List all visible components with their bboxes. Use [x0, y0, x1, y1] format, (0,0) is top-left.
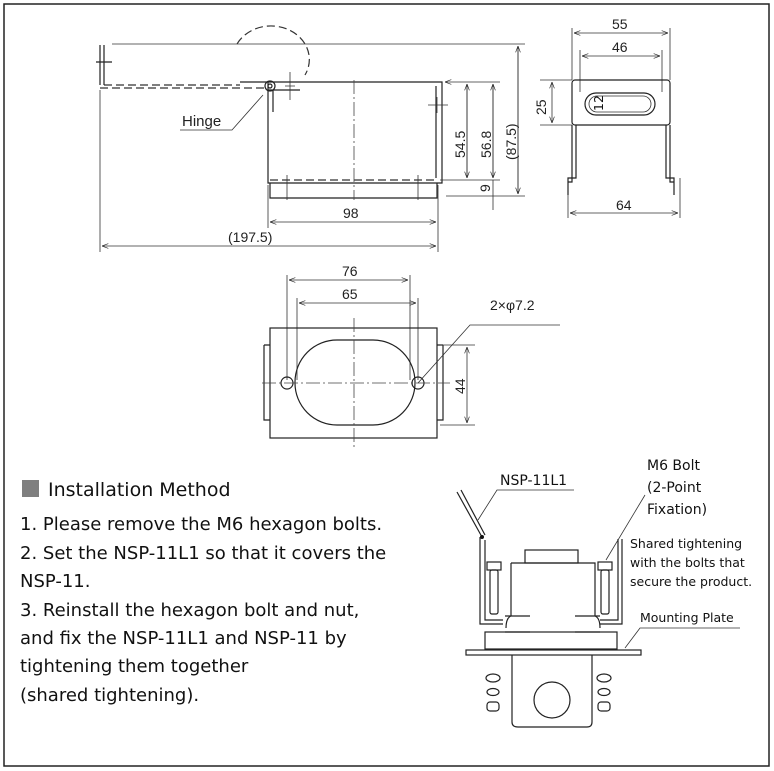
step-line: NSP-11.	[20, 571, 90, 592]
dim-9: 9	[477, 184, 493, 192]
bottom-view: 76 65 2×φ7.2 44	[262, 263, 560, 448]
shared-note: Shared tightening	[630, 536, 742, 551]
step-line: tightening them together	[20, 656, 249, 677]
dim-64: 64	[616, 197, 632, 213]
assembly-drawing: NSP-11L1 M6 Bolt (2-Point Fixation) Shar…	[456, 458, 752, 728]
bolt-left-icon	[486, 561, 502, 615]
dim-55: 55	[612, 16, 628, 32]
shared-note: secure the product.	[630, 574, 752, 589]
dim-87-5: (87.5)	[503, 123, 519, 160]
dim-46: 46	[612, 39, 628, 55]
dim-76: 76	[342, 263, 358, 279]
dim-98: 98	[343, 205, 359, 221]
hinge-label: Hinge	[182, 113, 221, 130]
hole-spec: 2×φ7.2	[490, 297, 535, 313]
bolt-right-icon	[597, 561, 613, 615]
plate-label: Mounting Plate	[640, 610, 734, 625]
step-line: (shared tightening).	[20, 685, 199, 706]
dim-25: 25	[533, 99, 549, 115]
rotation-arc-icon	[236, 25, 310, 76]
part-label: NSP-11L1	[500, 473, 567, 489]
step-line: 3. Reinstall the hexagon bolt and nut,	[20, 600, 359, 621]
mounting-plate	[465, 649, 642, 656]
shared-note: with the bolts that	[630, 555, 745, 570]
washers-nuts-icon	[485, 673, 612, 712]
dim-197-5: (197.5)	[228, 229, 272, 245]
bolt-label: M6 Bolt	[647, 458, 700, 474]
dim-12: 12	[591, 95, 606, 111]
bolt-label: Fixation)	[647, 502, 707, 518]
installation-heading: Installation Method	[48, 479, 231, 501]
installation-method: Installation Method 1. Please remove the…	[20, 479, 386, 706]
hinge-icon	[264, 80, 276, 92]
frame-border	[3, 3, 770, 767]
bolt-label: (2-Point	[647, 480, 702, 496]
dim-56-8: 56.8	[478, 131, 494, 158]
heading-marker	[22, 480, 39, 497]
step-line: 2. Set the NSP-11L1 so that it covers th…	[20, 543, 386, 564]
dim-54-5: 54.5	[452, 131, 468, 158]
step-line: and fix the NSP-11L1 and NSP-11 by	[20, 628, 347, 649]
step-line: 1. Please remove the M6 hexagon bolts.	[20, 514, 382, 535]
side-view: Hinge 54.5 56.8 (87.5) 9 98 (197.5)	[96, 25, 525, 252]
front-view: 55 46 12 25 64	[533, 16, 681, 218]
dim-44: 44	[452, 378, 468, 394]
open-cover	[456, 489, 486, 538]
dim-65: 65	[342, 286, 358, 302]
